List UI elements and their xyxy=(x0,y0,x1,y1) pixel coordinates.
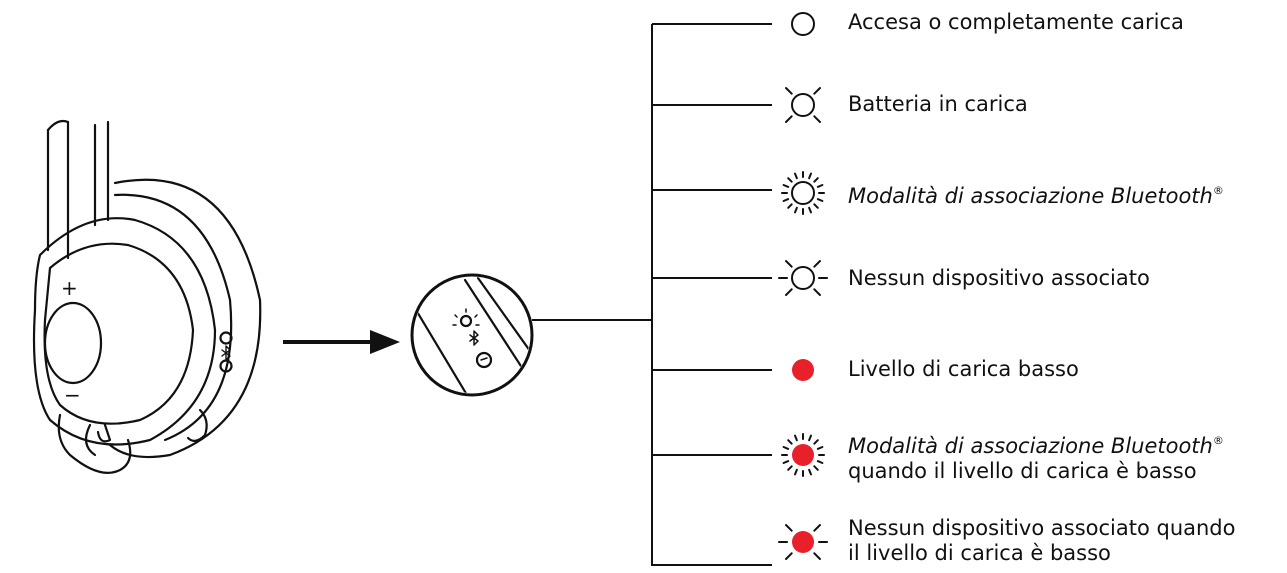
volume-down-symbol: − xyxy=(64,383,81,407)
legend-label-line1: Nessun dispositivo associato quando xyxy=(848,516,1236,540)
legend-label-no-device: Nessun dispositivo associato xyxy=(848,266,1150,291)
led-fast-blink-red-icon xyxy=(781,433,825,477)
led-steady-white-icon xyxy=(791,12,815,36)
led-slow-blink-white-icon xyxy=(778,260,828,296)
legend-label-bt-pairing: Modalità di associazione Bluetooth® xyxy=(848,178,1224,209)
led-pulsing-white-icon xyxy=(785,87,821,123)
headset-illustration xyxy=(32,119,262,474)
legend-label-line2: il livello di carica è basso xyxy=(848,541,1111,565)
legend-label-line1: Accesa o completamente carica xyxy=(848,10,1184,34)
legend-label-bt-pairing-low: Modalità di associazione Bluetooth® quand… xyxy=(848,428,1224,484)
legend-label-line1: Modalità di associazione Bluetooth xyxy=(848,184,1213,208)
zoom-arrow xyxy=(283,330,400,354)
registered-mark: ® xyxy=(1212,434,1224,447)
led-fast-blink-white-icon xyxy=(781,171,825,215)
legend-label-line1: Livello di carica basso xyxy=(848,357,1079,381)
led-steady-red-icon xyxy=(792,359,814,381)
legend-label-line1: Batteria in carica xyxy=(848,92,1028,116)
legend-branches xyxy=(652,23,772,566)
legend-label-line1: Modalità di associazione Bluetooth xyxy=(848,434,1213,458)
legend-label-line2: quando il livello di carica è basso xyxy=(848,459,1197,483)
legend-label-low: Livello di carica basso xyxy=(848,357,1079,382)
registered-mark: ® xyxy=(1212,184,1224,197)
legend-label-line1: Nessun dispositivo associato xyxy=(848,266,1150,290)
legend-icons xyxy=(778,12,828,560)
led-slow-blink-red-icon xyxy=(778,524,828,560)
zoom-detail-circle xyxy=(410,273,534,397)
volume-up-symbol: + xyxy=(61,276,78,300)
legend-label-charging: Batteria in carica xyxy=(848,92,1028,117)
legend-label-on: Accesa o completamente carica xyxy=(848,10,1184,35)
